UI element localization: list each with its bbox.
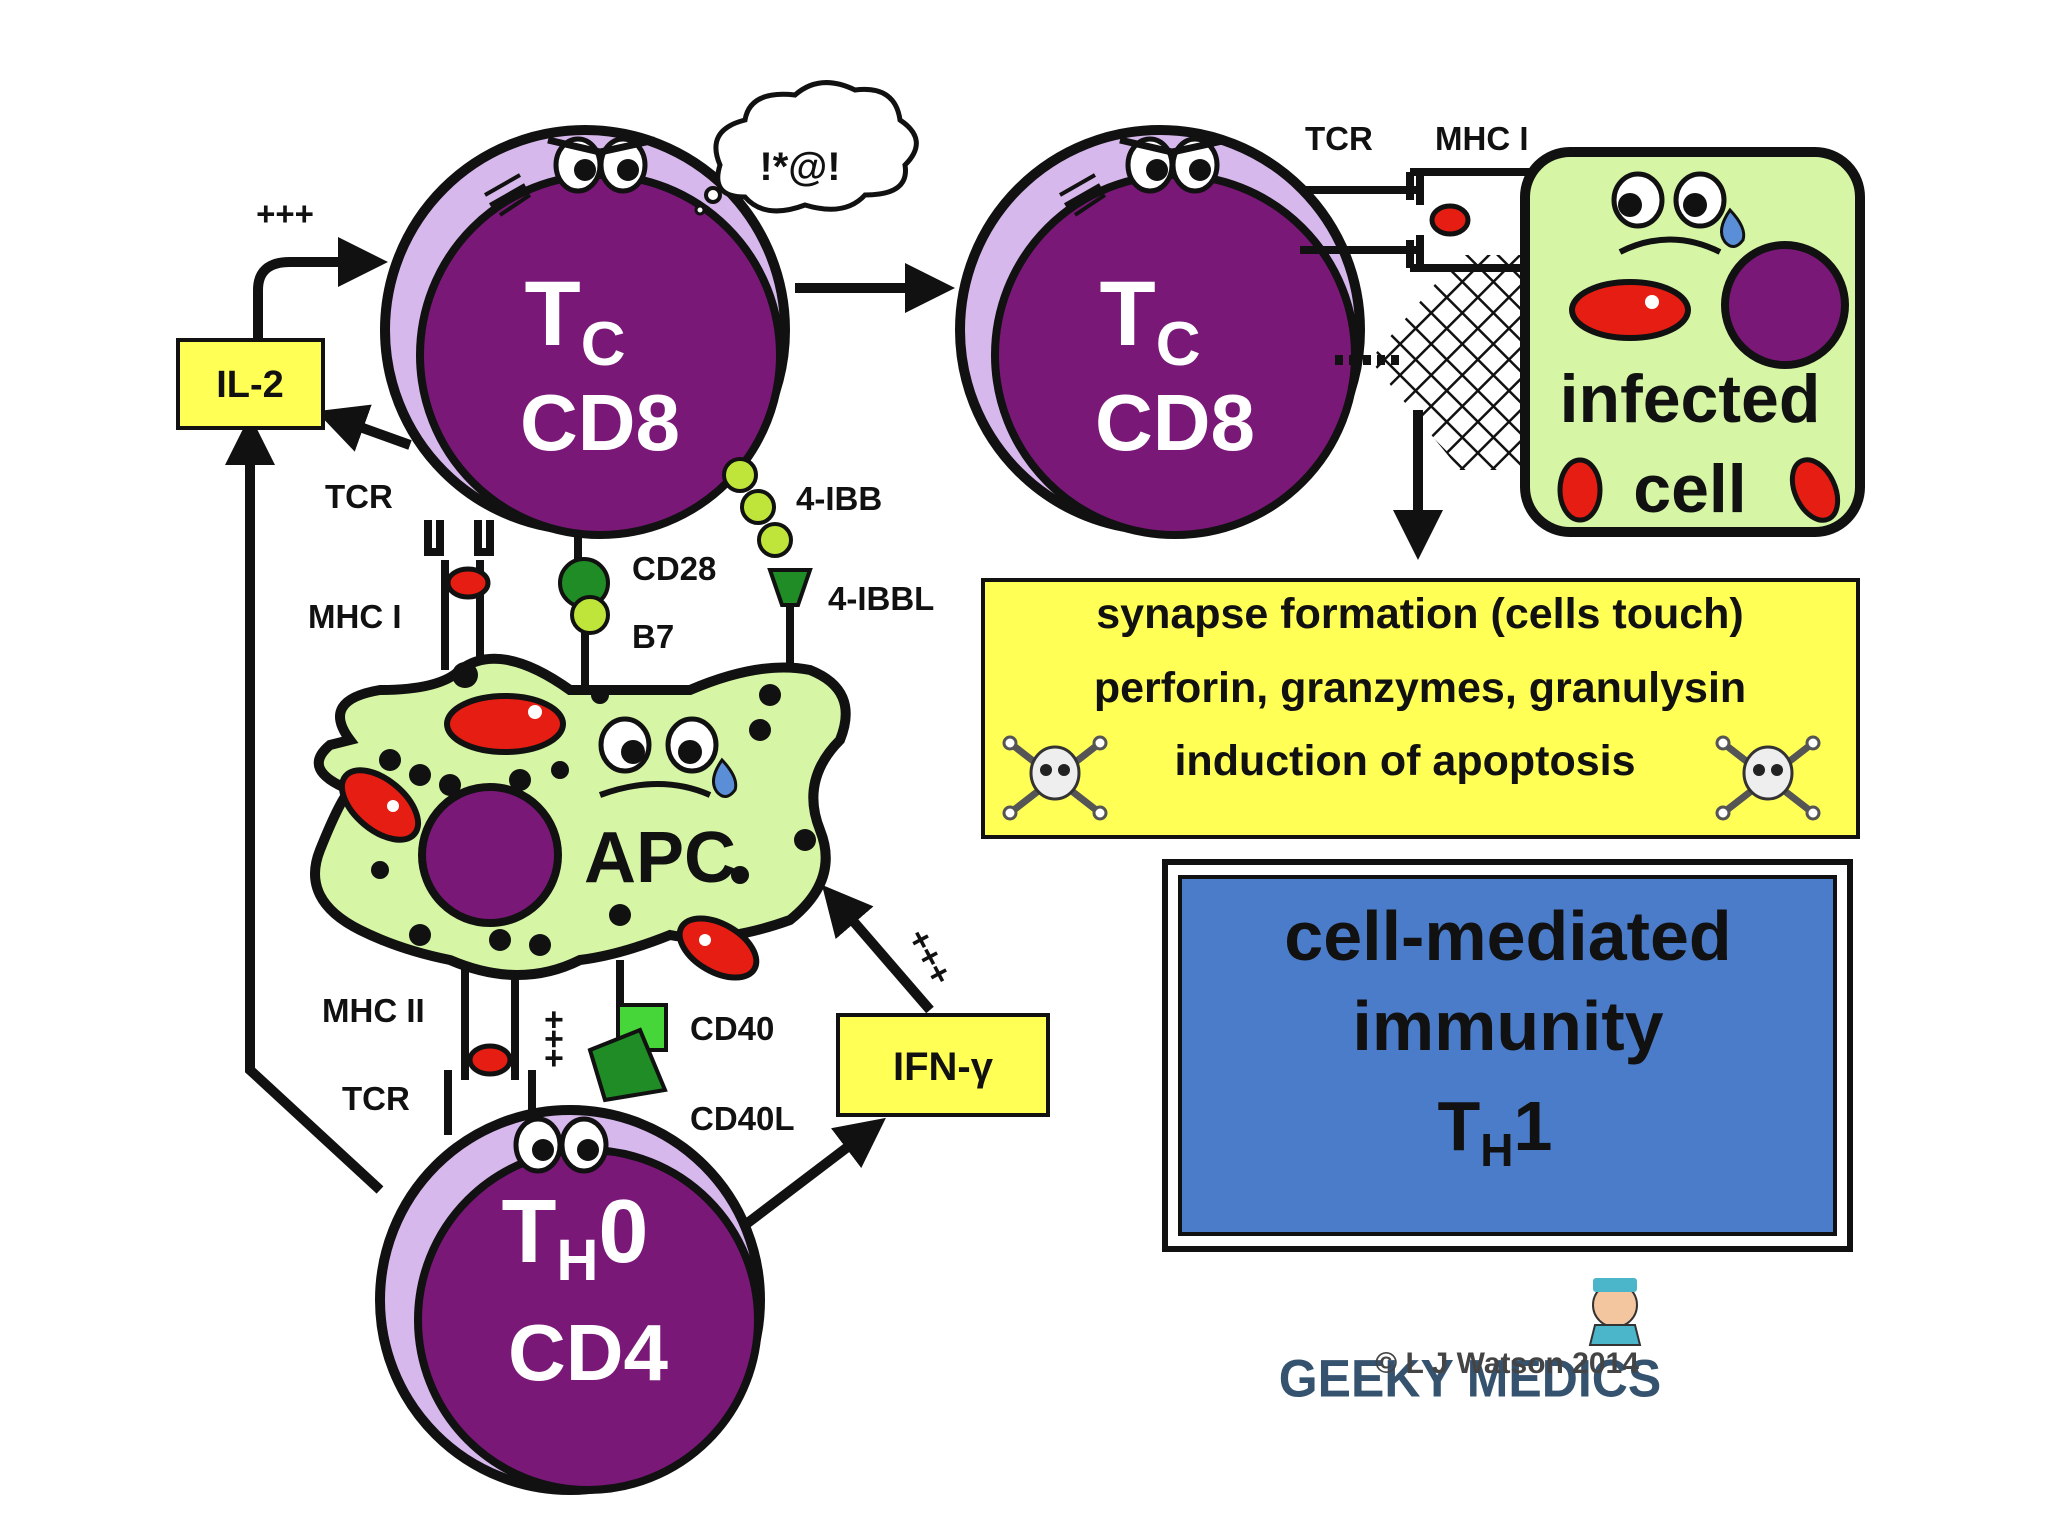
- th1-main: T: [1438, 1087, 1481, 1165]
- apc-sad-face-icon: [598, 716, 738, 798]
- infected-cell: infected cell: [1520, 147, 1865, 537]
- il2-label: IL-2: [216, 364, 284, 406]
- tc-cell-1: TC CD8: [380, 125, 790, 539]
- tc1-main: T: [525, 263, 581, 365]
- th0-sub: H: [557, 1228, 599, 1293]
- effects-line3: induction of apoptosis: [1174, 737, 1635, 785]
- speech-bubble: !*@!: [694, 80, 919, 216]
- b7-marker: [570, 595, 610, 635]
- eyes-icon: [547, 136, 656, 194]
- plus-vertical: +++: [536, 1010, 573, 1068]
- branding: GEEKY MEDICS © L J Watson 2014: [1279, 1278, 1661, 1408]
- scratch-marks: [484, 173, 532, 217]
- mhc1-right-label: MHC I: [1435, 120, 1529, 157]
- apc-label: APC: [584, 818, 736, 898]
- mhc1-left-label: MHC I: [308, 598, 402, 635]
- eyes-icon-2: [1119, 136, 1228, 194]
- immunity-box: cell-mediated immunity TH1: [1162, 859, 1853, 1252]
- b7-label: B7: [632, 618, 674, 655]
- il2-box: IL-2: [176, 338, 325, 430]
- apc-dots: [361, 662, 816, 956]
- 4ibb-chain: [722, 457, 813, 607]
- synapse-net: [1335, 255, 1530, 470]
- tc2-main: T: [1100, 263, 1156, 365]
- arrow-il2-to-tc: [253, 237, 388, 338]
- arrow-ifn-to-apc: [821, 884, 934, 1014]
- arrow-th0-to-il2: [225, 415, 384, 1194]
- svg-text:TH0: TH0: [502, 1182, 649, 1293]
- skull-crossbones-icon: [1002, 735, 1108, 821]
- th0-main: T: [502, 1182, 557, 1282]
- tcr-top-label: TCR: [325, 478, 393, 515]
- sad-eyes-icon: [1611, 171, 1746, 255]
- arrow-th0-to-ifn: [741, 1117, 886, 1229]
- ifn-box: IFN-γ: [836, 1013, 1050, 1117]
- effects-line1: synapse formation (cells touch): [1096, 590, 1744, 638]
- infected-line2: cell: [1633, 451, 1746, 527]
- scratch-marks-2: [1059, 173, 1107, 217]
- immunity-line1: cell-mediated: [1284, 897, 1731, 975]
- tc2-sub: C: [1156, 310, 1201, 379]
- tcr-right-label: TCR: [1305, 120, 1373, 157]
- svg-text:TH1: TH1: [1438, 1087, 1553, 1176]
- tc1-sub: C: [581, 310, 626, 379]
- cd40l-label: CD40L: [690, 1100, 795, 1137]
- tc2-cd8: CD8: [1095, 378, 1255, 467]
- cd40-label: CD40: [690, 1010, 774, 1047]
- th0-eyes-icon: [513, 1116, 609, 1174]
- 4ibb-label: 4-IBB: [796, 480, 882, 517]
- doctor-mascot-icon: [1588, 1278, 1642, 1346]
- arrows: [225, 237, 1443, 1229]
- th0-cd4: CD4: [508, 1308, 669, 1397]
- arrow-tc-to-il2: [316, 404, 412, 452]
- effects-line2: perforin, granzymes, granulysin: [1094, 664, 1746, 712]
- skull-crossbones-icon-2: [1715, 735, 1821, 821]
- ifn-label: IFN-γ: [893, 1045, 994, 1089]
- th0-suffix: 0: [598, 1182, 648, 1282]
- svg-text:TC: TC: [1100, 263, 1201, 379]
- 4ibbl-label: 4-IBBL: [828, 580, 934, 617]
- apc-cell: APC: [310, 653, 851, 981]
- effects-box: synapse formation (cells touch) perforin…: [981, 578, 1860, 839]
- cd40-markers: [587, 1003, 668, 1103]
- plus-top: +++: [256, 195, 314, 232]
- immunity-line2: immunity: [1352, 987, 1663, 1065]
- mhc2-label: MHC II: [322, 992, 425, 1029]
- tc1-cd8: CD8: [520, 378, 680, 467]
- th1-suffix: 1: [1514, 1087, 1553, 1165]
- bubble-text: !*@!: [759, 145, 840, 189]
- logo-text: GEEKY MEDICS: [1279, 1349, 1661, 1407]
- tcr-mhc-right: [1300, 168, 1530, 272]
- mhc1-peptide: [445, 566, 491, 600]
- infected-line1: infected: [1560, 361, 1821, 437]
- tcr-bottom-label: TCR: [342, 1080, 410, 1117]
- tc-cell-2: TC CD8: [955, 125, 1365, 539]
- cd28-label: CD28: [632, 550, 716, 587]
- mhc2-peptide: [467, 1043, 513, 1077]
- th0-cell: TH0 CD4: [375, 1105, 765, 1495]
- svg-text:TC: TC: [525, 263, 626, 379]
- copyright: © L J Watson 2014: [1375, 1347, 1639, 1380]
- th1-sub: H: [1480, 1124, 1513, 1176]
